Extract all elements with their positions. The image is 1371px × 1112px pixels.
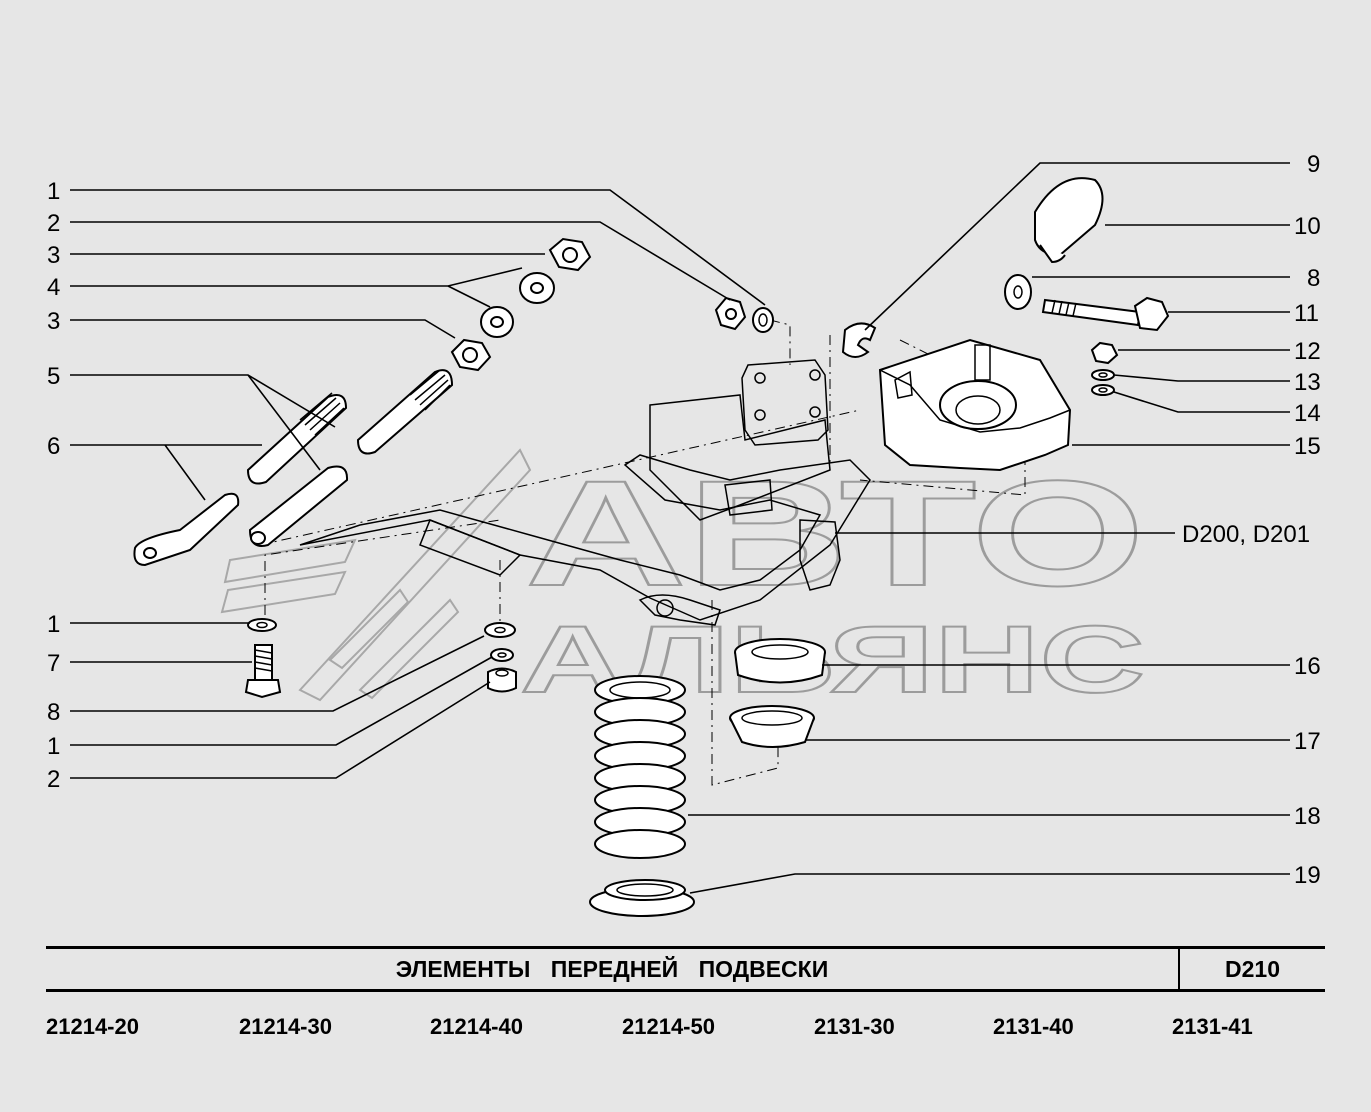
- callout-17: 17: [1294, 728, 1321, 755]
- part-washer-1-left: [247, 618, 277, 632]
- part-stud-5: [356, 369, 454, 455]
- page-title: ЭЛЕМЕНТЫ ПЕРЕДНЕЙ ПОДВЕСКИ: [395, 956, 829, 982]
- callout-6: 6: [47, 433, 60, 460]
- callout-d200-d201: D200, D201: [1182, 521, 1310, 548]
- part-bracket-15: [878, 338, 1072, 472]
- callout-5: 5: [47, 363, 60, 390]
- model-item: 21214-30: [239, 1014, 332, 1039]
- part-nut-3-low: [450, 338, 492, 372]
- callout-9: 9: [1307, 151, 1320, 178]
- part-washer-4-mid: [480, 306, 514, 338]
- part-bumper-10: [1034, 177, 1104, 264]
- callout-3: 3: [47, 242, 60, 269]
- callout-13: 13: [1294, 369, 1321, 396]
- callout-11: 11: [1294, 300, 1319, 327]
- part-washer-4-top: [519, 272, 555, 304]
- part-rod-5: [248, 465, 349, 547]
- callout-2b: 2: [47, 766, 60, 793]
- part-nut-3-top: [548, 237, 592, 272]
- callout-16: 16: [1294, 653, 1321, 680]
- callout-8: 8: [47, 699, 60, 726]
- callouts-right: 9 10 8 11 12 13 14 15 D200, D201 16 17 1…: [1182, 151, 1321, 889]
- callout-2: 2: [47, 210, 60, 237]
- callout-1b: 1: [47, 611, 60, 638]
- part-nut-12: [1090, 341, 1119, 365]
- watermark-logo: АВТО АЛЬЯНС: [220, 448, 1146, 714]
- part-spring-seat-16: [734, 638, 826, 684]
- part-coil-spring-18: [594, 675, 686, 859]
- callout-1c: 1: [47, 733, 60, 760]
- callout-3b: 3: [47, 308, 60, 335]
- callout-10: 10: [1294, 213, 1321, 240]
- part-nut-2-right: [487, 667, 517, 693]
- model-item: 2131-30: [814, 1014, 895, 1039]
- callout-14: 14: [1294, 400, 1321, 427]
- model-item: 21214-20: [46, 1014, 139, 1039]
- model-item: 2131-40: [993, 1014, 1074, 1039]
- part-rod-6: [133, 492, 240, 567]
- part-washer-8-top: [1004, 274, 1032, 310]
- callout-12: 12: [1294, 338, 1321, 365]
- part-clip-9: [841, 322, 877, 358]
- callouts-left: 1 2 3 4 3 5 6 1 7 8 1 2: [47, 178, 60, 793]
- callout-4: 4: [47, 274, 60, 301]
- title-divider: [1178, 949, 1180, 989]
- part-washer-13: [1091, 369, 1115, 381]
- callout-1: 1: [47, 178, 60, 205]
- model-item: 21214-40: [430, 1014, 523, 1039]
- callout-8-right: 8: [1307, 265, 1320, 292]
- model-item: 2131-41: [1172, 1014, 1253, 1039]
- title-block: ЭЛЕМЕНТЫ ПЕРЕДНЕЙ ПОДВЕСКИ D210: [46, 946, 1325, 992]
- part-nut-2-top: [714, 296, 747, 331]
- part-spring-seat-17: [729, 705, 815, 748]
- leader-lines: [70, 162, 1290, 894]
- part-spring-insulator-19: [589, 879, 695, 917]
- callout-7: 7: [47, 650, 60, 677]
- callout-18: 18: [1294, 803, 1321, 830]
- callout-15: 15: [1294, 433, 1321, 460]
- page-code: D210: [1225, 956, 1280, 982]
- part-washer-14: [1091, 384, 1115, 396]
- part-washer-1-top: [752, 307, 774, 333]
- part-bolt-11: [1041, 296, 1170, 332]
- callout-19: 19: [1294, 862, 1321, 889]
- model-item: 21214-50: [622, 1014, 715, 1039]
- model-list: 21214-20 21214-30 21214-40 21214-50 2131…: [46, 1014, 1286, 1044]
- part-washer-8-right: [484, 622, 516, 638]
- part-washer-1-right: [490, 648, 514, 662]
- part-bolt-7: [244, 644, 282, 699]
